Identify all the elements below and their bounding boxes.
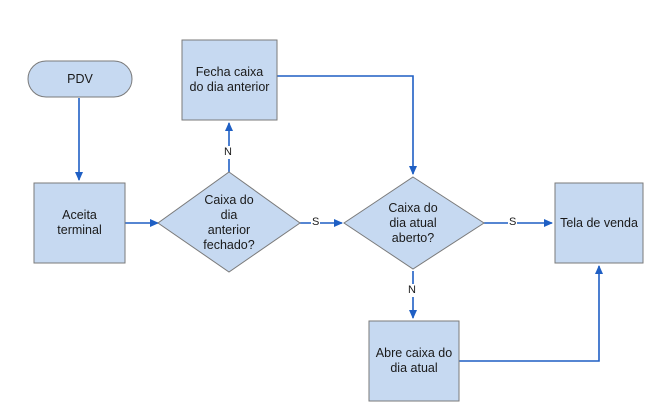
edge-label-anterior-no: N <box>223 146 233 159</box>
pdv-label: PDV <box>67 71 93 86</box>
caixa-anterior-decision <box>157 171 301 273</box>
caixa-atual-decision <box>343 176 485 270</box>
connectors <box>75 75 603 362</box>
caixa-anterior-label: Caixa do dia anterior fechado? <box>203 193 255 252</box>
tela-de-venda-box <box>554 182 644 264</box>
connector-fecha-to-caixa-atual <box>277 75 417 175</box>
aceita-terminal-label: Aceita terminal <box>57 208 102 237</box>
abre-caixa-label: Abre caixa do dia atual <box>375 346 453 375</box>
pdv-terminator <box>27 60 133 98</box>
caixa-atual-label: Caixa do dia atual aberto? <box>388 200 438 245</box>
edge-label-anterior-yes: S <box>311 216 321 229</box>
fecha-caixa-box <box>181 39 278 121</box>
aceita-terminal-box <box>33 182 126 264</box>
connector-abre-caixa-to-tela-venda <box>459 265 603 362</box>
edge-label-atual-yes: S <box>508 216 518 229</box>
abre-caixa-box <box>368 320 460 402</box>
tela-de-venda-label: Tela de venda <box>560 215 638 230</box>
fecha-caixa-label: Fecha caixa do dia anterior <box>189 65 270 94</box>
edge-label-atual-no: N <box>407 284 417 297</box>
